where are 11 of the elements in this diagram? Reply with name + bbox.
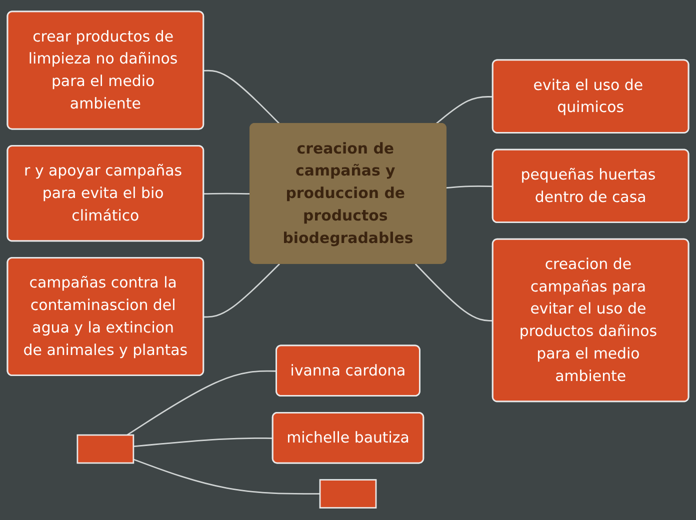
connector: [446, 186, 494, 189]
connector: [204, 70, 280, 125]
connector: [414, 264, 494, 322]
connector: [204, 193, 251, 195]
connector: [435, 96, 494, 125]
connector: [126, 370, 277, 436]
connector: [204, 264, 280, 318]
connector: [133, 459, 320, 495]
connector: [133, 438, 274, 448]
node-box: [319, 479, 377, 509]
node-box: [76, 434, 134, 464]
